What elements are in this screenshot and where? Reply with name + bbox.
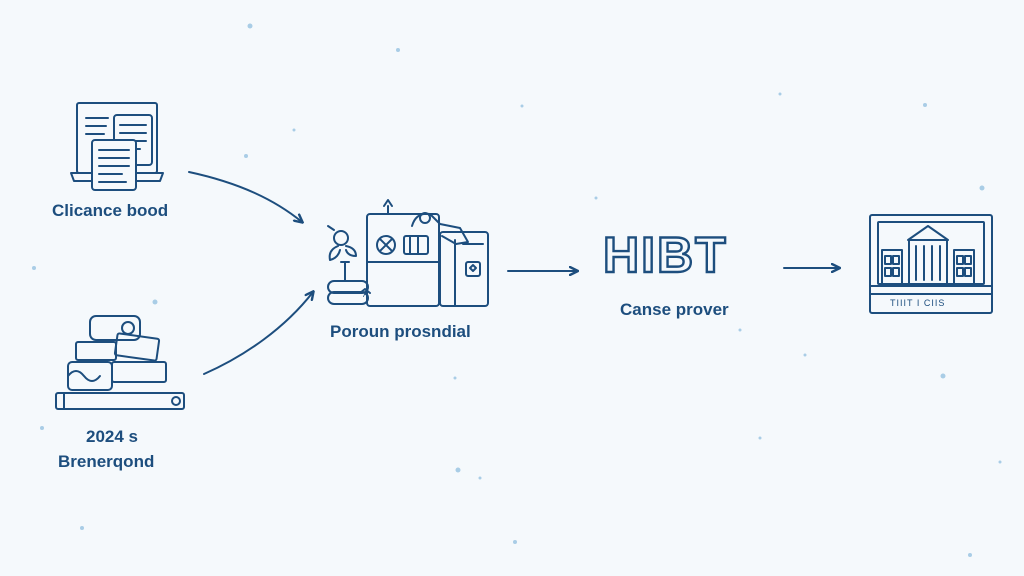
process-label: Poroun prosndial — [330, 322, 471, 341]
bank-sign-text: TIIIT I CIIS — [890, 298, 946, 308]
background-label: Brenerqond — [58, 452, 155, 471]
background-dots — [32, 23, 1002, 557]
svg-text:A: A — [363, 290, 369, 299]
stacked-boxes-icon — [55, 315, 185, 410]
laptop-documents-icon — [70, 102, 164, 191]
provider-label: Canse prover — [620, 300, 729, 319]
arrow-clearance-to-process — [188, 171, 302, 222]
background-year-label: 2024 s — [86, 427, 138, 446]
provider-logo: HIBT — [602, 226, 728, 284]
bank-building-icon — [869, 214, 993, 314]
clearance-label: Clicance bood — [52, 201, 169, 220]
arrow-background-to-process — [203, 292, 313, 375]
processing-machine-icon: A — [327, 199, 489, 307]
